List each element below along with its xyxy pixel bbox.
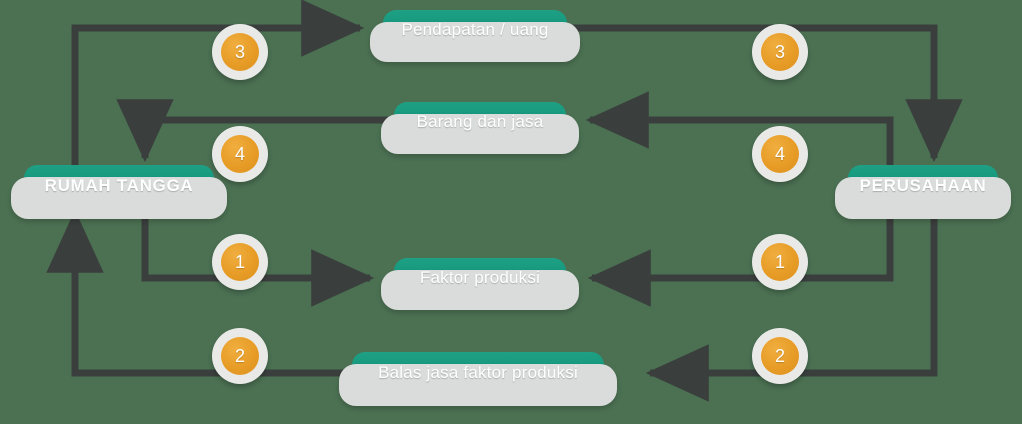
line-firm-to-barang: [585, 91, 894, 165]
step-badge-3-left[interactable]: 3: [212, 24, 268, 80]
node-label: Faktor produksi: [419, 268, 541, 287]
line-household-to-faktor: [141, 207, 375, 307]
step-badge-3-right[interactable]: 3: [752, 24, 808, 80]
badge-number: 4: [774, 144, 785, 164]
node-faktor-produksi[interactable]: Faktor produksi: [381, 258, 579, 310]
badge-disc: 1: [221, 243, 259, 281]
line-pendapatan-to-firm: [572, 24, 963, 163]
node-label: Barang dan jasa: [416, 112, 544, 131]
badge-disc: 3: [761, 33, 799, 71]
node-label: Pendapatan / uang: [401, 20, 549, 39]
step-badge-1-left[interactable]: 1: [212, 234, 268, 290]
node-shadow-plate: [370, 22, 580, 62]
badge-disc: 3: [221, 33, 259, 71]
node-shadow-plate: [835, 177, 1011, 219]
badge-disc: 1: [761, 243, 799, 281]
badge-number: 1: [234, 252, 245, 272]
node-shadow-plate: [381, 270, 579, 310]
step-badge-2-right[interactable]: 2: [752, 328, 808, 384]
node-perusahaan[interactable]: PERUSAHAAN: [835, 165, 1011, 219]
node-shadow-plate: [339, 364, 617, 406]
step-badge-2-left[interactable]: 2: [212, 328, 268, 384]
step-badge-4-left[interactable]: 4: [212, 126, 268, 182]
line-barang-to-household: [116, 99, 390, 163]
badge-number: 2: [234, 346, 245, 366]
node-barang-dan-jasa[interactable]: Barang dan jasa: [381, 102, 579, 154]
node-label: RUMAH TANGGA: [44, 176, 194, 195]
badge-disc: 2: [761, 337, 799, 375]
node-label: Balas jasa faktor produksi: [378, 363, 578, 382]
line-household-to-pendapatan: [71, 0, 365, 165]
step-badge-1-right[interactable]: 1: [752, 234, 808, 290]
badge-number: 1: [774, 252, 785, 272]
badge-number: 4: [234, 144, 245, 164]
step-badge-4-right[interactable]: 4: [752, 126, 808, 182]
line-firm-to-balas: [645, 207, 938, 402]
node-shadow-plate: [381, 114, 579, 154]
badge-number: 3: [234, 42, 245, 62]
node-rumah-tangga[interactable]: RUMAH TANGGA: [11, 165, 227, 219]
line-firm-to-faktor: [587, 207, 894, 307]
node-label: PERUSAHAAN: [859, 176, 987, 195]
badge-number: 2: [774, 346, 785, 366]
badge-disc: 2: [221, 337, 259, 375]
badge-number: 3: [774, 42, 785, 62]
node-balas-jasa-faktor-produksi[interactable]: Balas jasa faktor produksi: [339, 352, 617, 406]
badge-disc: 4: [761, 135, 799, 173]
badge-disc: 4: [221, 135, 259, 173]
node-pendapatan-uang[interactable]: Pendapatan / uang: [370, 10, 580, 62]
